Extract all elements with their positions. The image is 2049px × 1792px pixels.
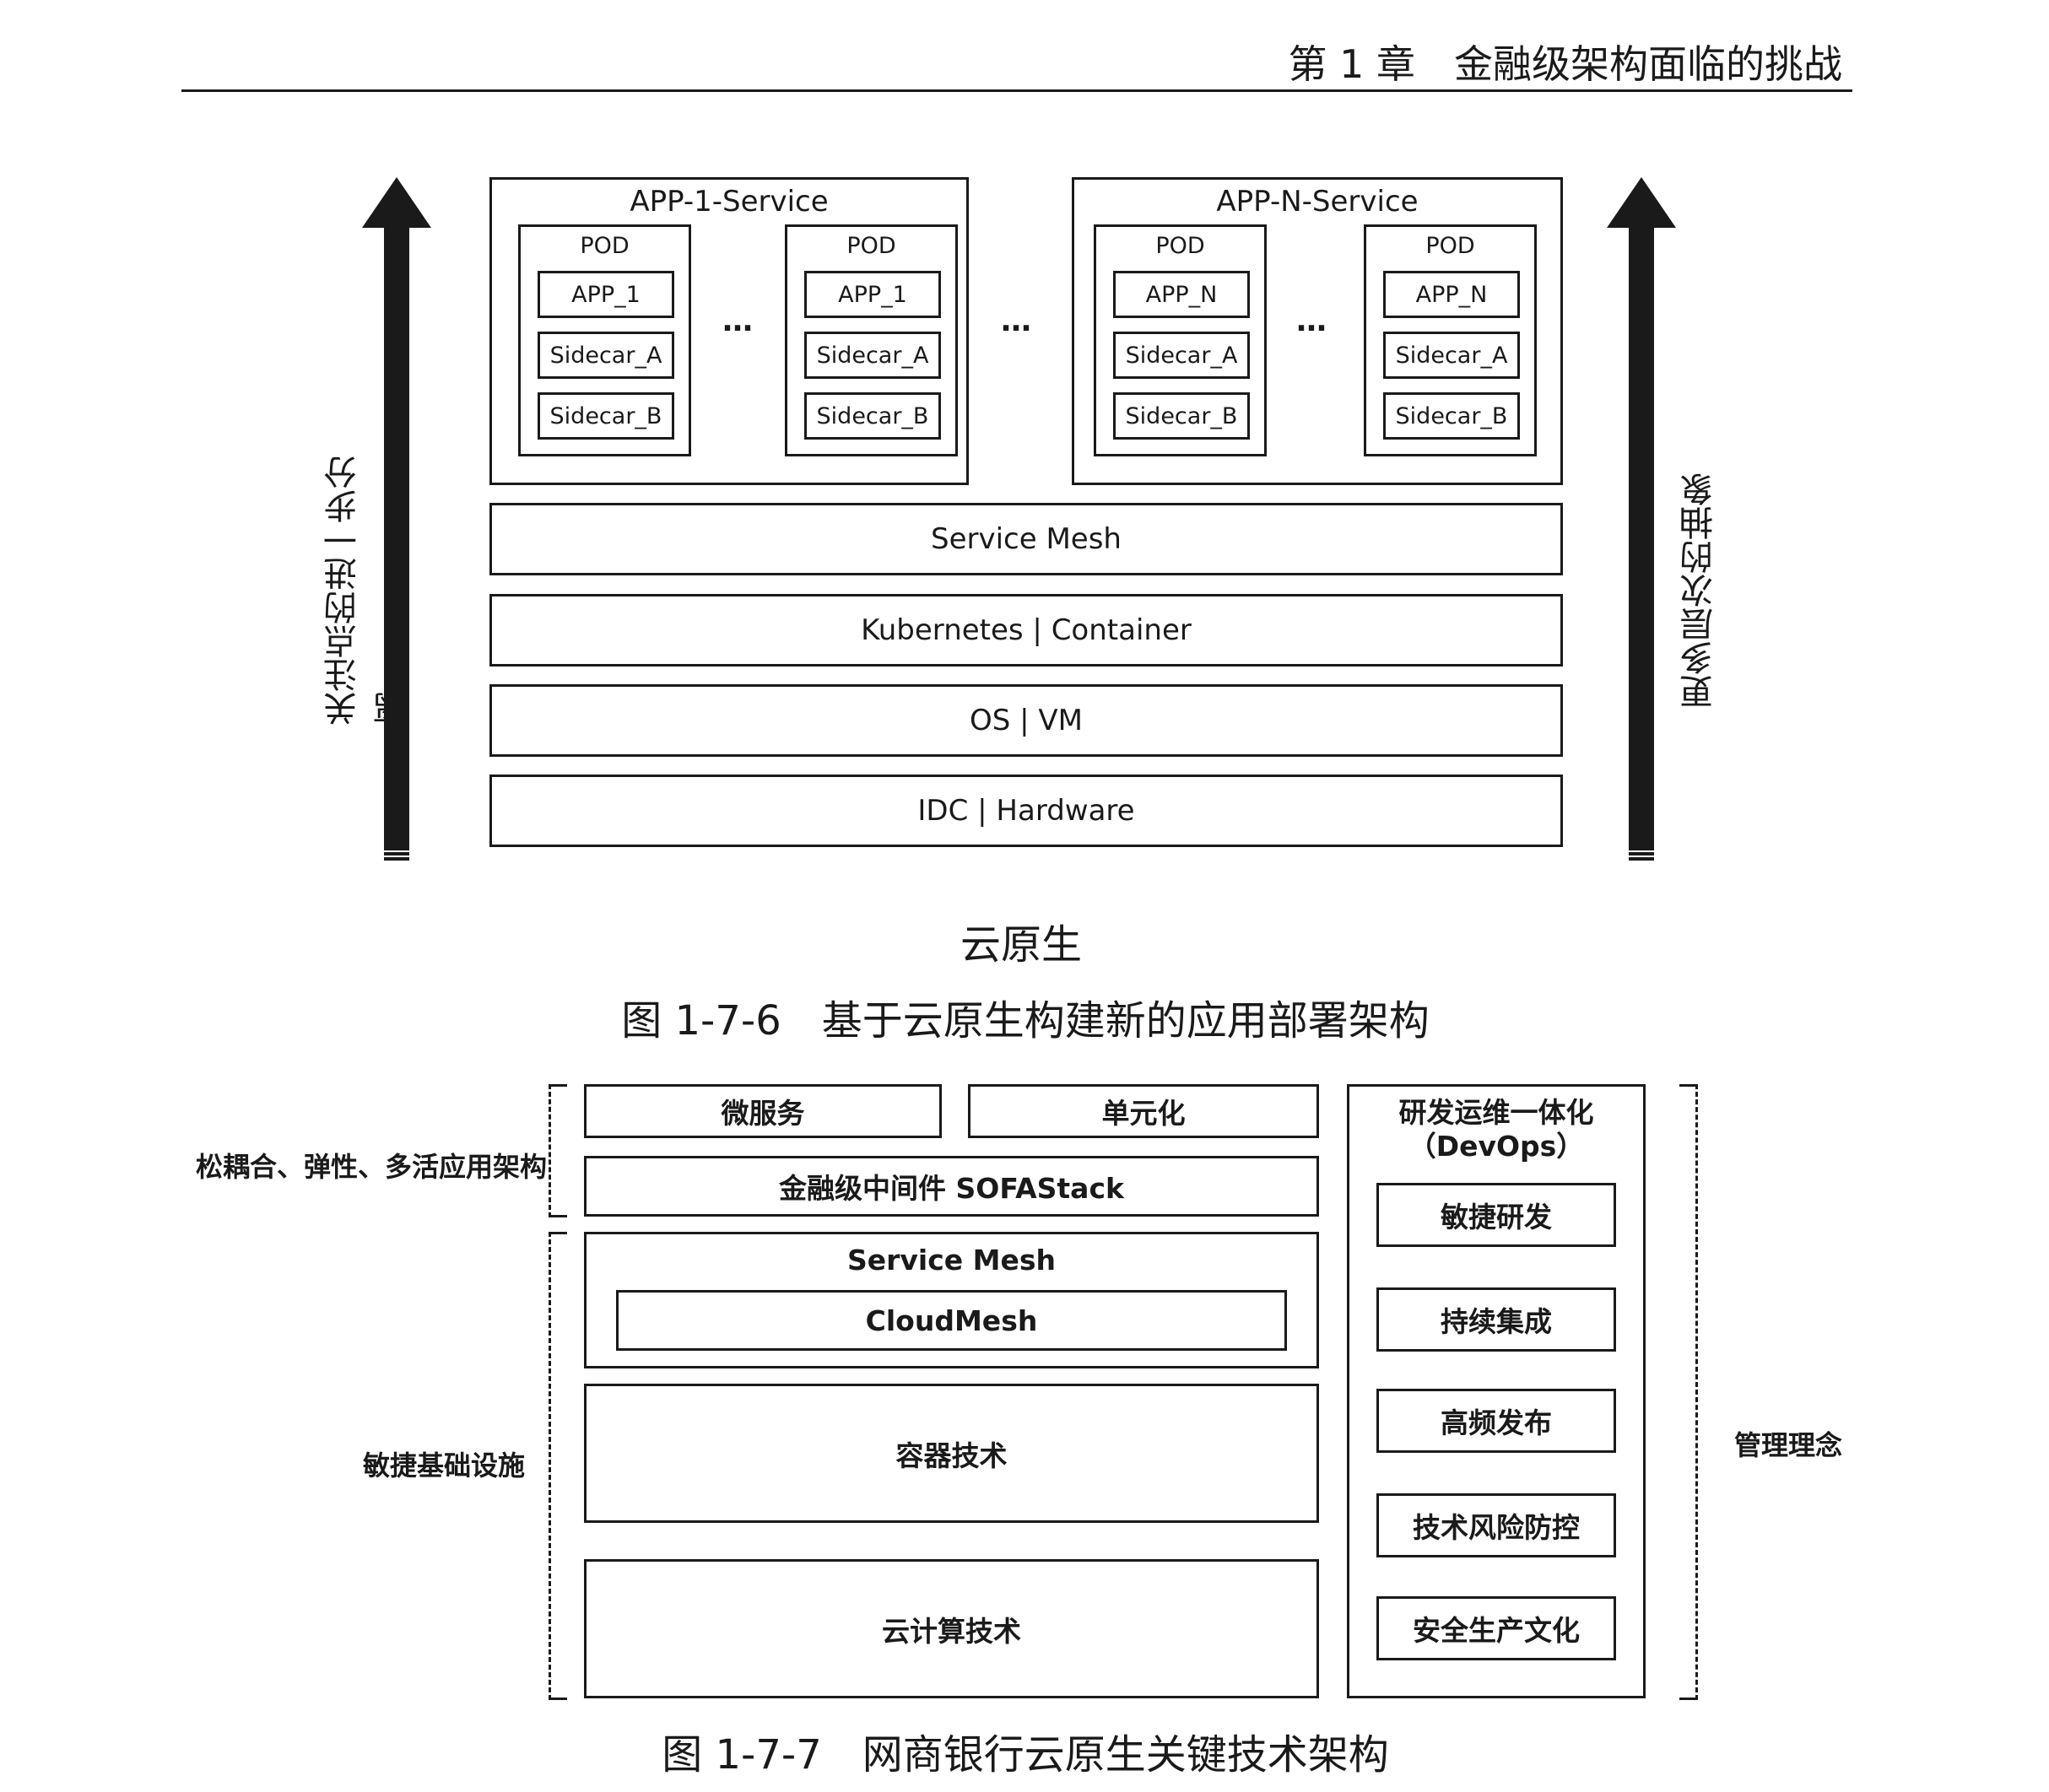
page-header-title: 第 1 章 金融级架构面临的挑战 (1288, 41, 1842, 87)
service-mesh-box: Service Mesh CloudMesh (584, 1232, 1319, 1368)
sidecar-a-box: Sidecar_A (804, 332, 941, 379)
left-label-infrastructure: 敏捷基础设施 (363, 1449, 526, 1482)
sidecar-a-box: Sidecar_A (1113, 332, 1250, 379)
service-title: APP-N-Service (1216, 185, 1419, 219)
middleware-box: 金融级中间件 SOFAStack (584, 1156, 1319, 1217)
sidecar-a-box: Sidecar_A (538, 332, 674, 379)
microservice-box: 微服务 (584, 1084, 942, 1138)
right-arrow-label: 更多层次的抽象 (1680, 472, 1719, 709)
pod-label: POD (580, 232, 630, 259)
container-box: 容器技术 (584, 1384, 1319, 1523)
pod-label: POD (846, 232, 896, 259)
pod-label: POD (1155, 232, 1205, 259)
app-box: APP_1 (538, 271, 674, 318)
figure-subtitle: 云原生 (960, 921, 1082, 969)
devops-title: 研发运维一体化 (1398, 1096, 1594, 1129)
figure-caption: 图 1-7-7 网商银行云原生关键技术架构 (662, 1731, 1389, 1779)
up-arrow-left-icon (362, 177, 431, 861)
unitization-box: 单元化 (968, 1084, 1319, 1138)
sidecar-b-box: Sidecar_B (804, 392, 941, 440)
pod-box: POD APP_1 Sidecar_A Sidecar_B (518, 224, 691, 456)
devops-box: 研发运维一体化 （DevOps） 敏捷研发 持续集成 高频发布 技术风险防控 安… (1347, 1084, 1646, 1698)
left-bracket-top (549, 1084, 567, 1217)
devops-item-safety-culture: 安全生产文化 (1376, 1596, 1616, 1660)
pod-box: POD APP_N Sidecar_A Sidecar_B (1364, 224, 1537, 456)
cloud-computing-box: 云计算技术 (584, 1559, 1319, 1698)
devops-item-agile-dev: 敏捷研发 (1376, 1183, 1616, 1247)
pod-ellipsis: … (1296, 303, 1328, 338)
up-arrow-right-icon (1607, 177, 1676, 861)
layer-os-vm: OS | VM (489, 684, 1563, 757)
figure-caption: 图 1-7-6 基于云原生构建新的应用部署架构 (621, 997, 1430, 1044)
header-rule (181, 89, 1852, 92)
app-box: APP_N (1383, 271, 1520, 318)
sidecar-a-box: Sidecar_A (1383, 332, 1520, 379)
right-label-management: 管理理念 (1734, 1429, 1843, 1461)
sidecar-b-box: Sidecar_B (1113, 392, 1250, 440)
devops-item-frequent-release: 高频发布 (1376, 1389, 1616, 1453)
layer-service-mesh: Service Mesh (489, 503, 1563, 575)
layer-idc-hardware: IDC | Hardware (489, 775, 1563, 847)
pod-box: POD APP_N Sidecar_A Sidecar_B (1094, 224, 1267, 456)
pod-label: POD (1425, 232, 1475, 259)
pod-ellipsis: … (722, 303, 754, 338)
sidecar-b-box: Sidecar_B (538, 392, 674, 440)
left-label-app-architecture: 松耦合、弹性、多活应用架构 (196, 1151, 548, 1183)
right-bracket (1679, 1084, 1698, 1700)
devops-item-continuous-integration: 持续集成 (1376, 1287, 1616, 1352)
cloudmesh-box: CloudMesh (616, 1290, 1287, 1351)
sidecar-b-box: Sidecar_B (1383, 392, 1520, 440)
service-ellipsis: … (1001, 303, 1033, 338)
devops-subtitle: （DevOps） (1408, 1130, 1585, 1163)
service-title: APP-1-Service (630, 185, 829, 219)
left-bracket-bottom (549, 1232, 567, 1700)
app-box: APP_N (1113, 271, 1250, 318)
layer-kubernetes: Kubernetes | Container (489, 594, 1563, 667)
pod-box: POD APP_1 Sidecar_A Sidecar_B (785, 224, 958, 456)
service-mesh-label: Service Mesh (846, 1243, 1057, 1277)
app-box: APP_1 (804, 271, 941, 318)
devops-item-risk-control: 技术风险防控 (1376, 1493, 1616, 1557)
left-arrow-label: 关注点的进一步分离 (324, 456, 412, 726)
